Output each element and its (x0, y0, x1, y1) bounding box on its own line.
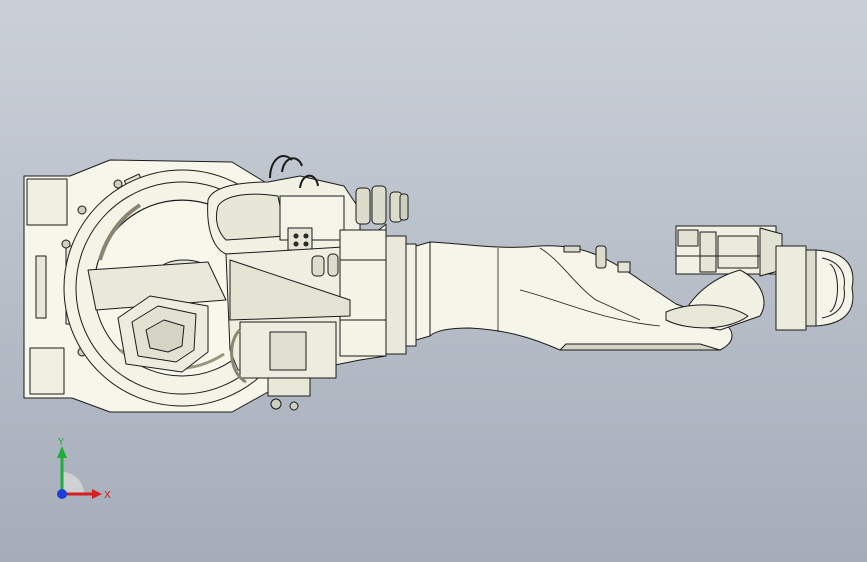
x-axis-label: X (104, 490, 111, 501)
forearm-flange (385, 235, 417, 355)
forearm-link (415, 241, 733, 351)
z-axis-icon (57, 489, 67, 499)
x-axis-arrow-icon (92, 489, 102, 499)
y-axis-label: Y (57, 437, 65, 448)
triad-plane (62, 472, 84, 494)
elbow-housing (225, 223, 387, 411)
base-motor (117, 295, 209, 373)
y-axis-arrow-icon (57, 446, 67, 458)
wrist-joint (665, 245, 854, 331)
shoulder-assembly (207, 155, 409, 255)
wrist-motor (675, 225, 783, 277)
axis-triad: Y X (57, 437, 111, 501)
